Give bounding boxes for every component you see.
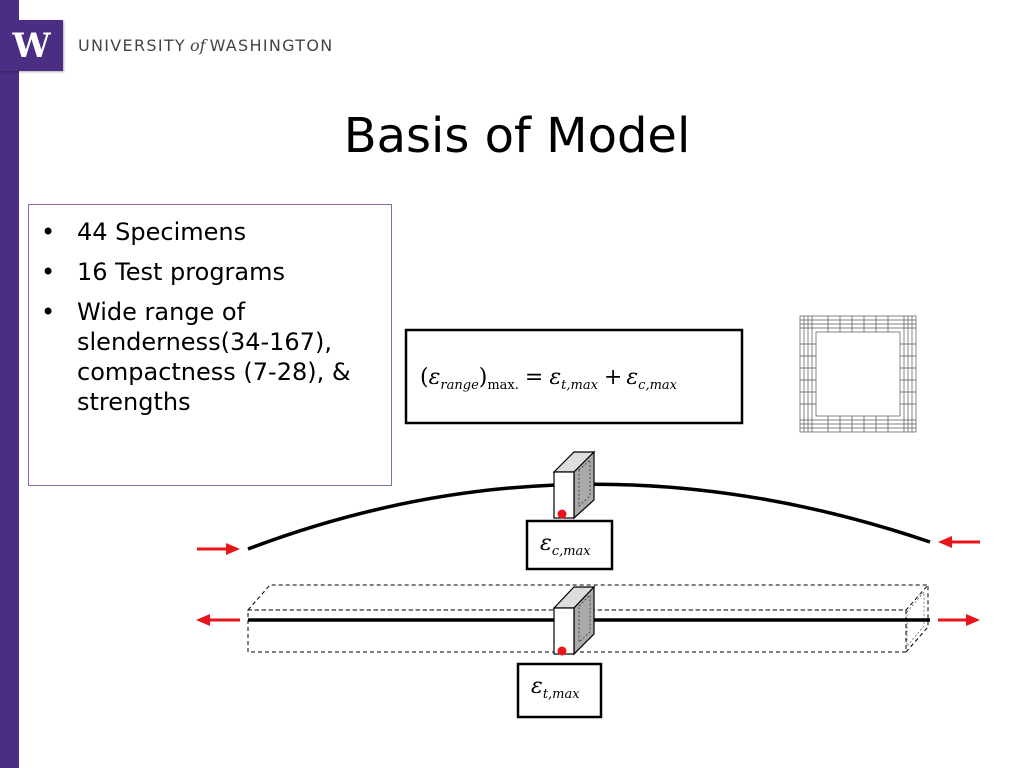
- eq-open-paren: (: [420, 365, 429, 390]
- fiber-section-mesh: [799, 315, 917, 433]
- left-accent-stripe: [0, 0, 19, 768]
- compression-arrow-left: [197, 543, 240, 555]
- bullet-box: 44 Specimens 16 Test programs Wide range…: [28, 204, 392, 486]
- wordmark-of: of: [190, 36, 206, 55]
- compression-extreme-fiber-point: [557, 509, 567, 519]
- eq-plus: +: [604, 365, 622, 390]
- compression-strain-label: εc,max: [540, 531, 591, 559]
- compression-member: εc,max: [197, 450, 980, 571]
- eq-term2-symbol: ε: [626, 365, 638, 390]
- bullet-list: 44 Specimens 16 Test programs Wide range…: [29, 205, 391, 417]
- eq-lhs-symbol: ε: [429, 365, 441, 390]
- compression-arrow-right: [938, 536, 980, 548]
- wordmark-university: UNIVERSITY: [78, 36, 186, 55]
- compression-strain-label-box: εc,max: [525, 519, 614, 571]
- tension-extreme-fiber-point: [557, 646, 567, 656]
- tension-member: εt,max: [196, 584, 980, 719]
- bullet-test-programs: 16 Test programs: [39, 257, 381, 287]
- main-equation-box: (εrange)max.=εt,max+εc,max: [404, 328, 744, 425]
- eq-term1-sub: t,max: [561, 378, 598, 393]
- tension-strain-label: εt,max: [531, 674, 580, 702]
- main-equation: (εrange)max.=εt,max+εc,max: [420, 365, 678, 393]
- wordmark-washington: WASHINGTON: [209, 36, 334, 55]
- tension-arrow-left: [196, 614, 240, 626]
- compression-section-slice: [552, 450, 596, 520]
- logo-letter: W: [12, 25, 51, 66]
- bullet-range: Wide range of slenderness(34-167), compa…: [39, 297, 381, 417]
- bullet-specimens: 44 Specimens: [39, 217, 381, 247]
- eq-close-paren: ): [479, 365, 488, 390]
- tension-arrow-right: [938, 614, 980, 626]
- eq-term1-symbol: ε: [549, 365, 561, 390]
- tension-strain-label-box: εt,max: [516, 662, 603, 719]
- university-logo: W: [0, 20, 63, 71]
- slide-title: Basis of Model: [343, 108, 691, 164]
- eq-lhs-sub: range: [440, 378, 479, 393]
- eq-term2-sub: c,max: [638, 378, 677, 393]
- tension-section-slice: [552, 585, 596, 656]
- eq-equals: =: [525, 365, 543, 390]
- eq-lhs-post-sub: max.: [487, 378, 519, 393]
